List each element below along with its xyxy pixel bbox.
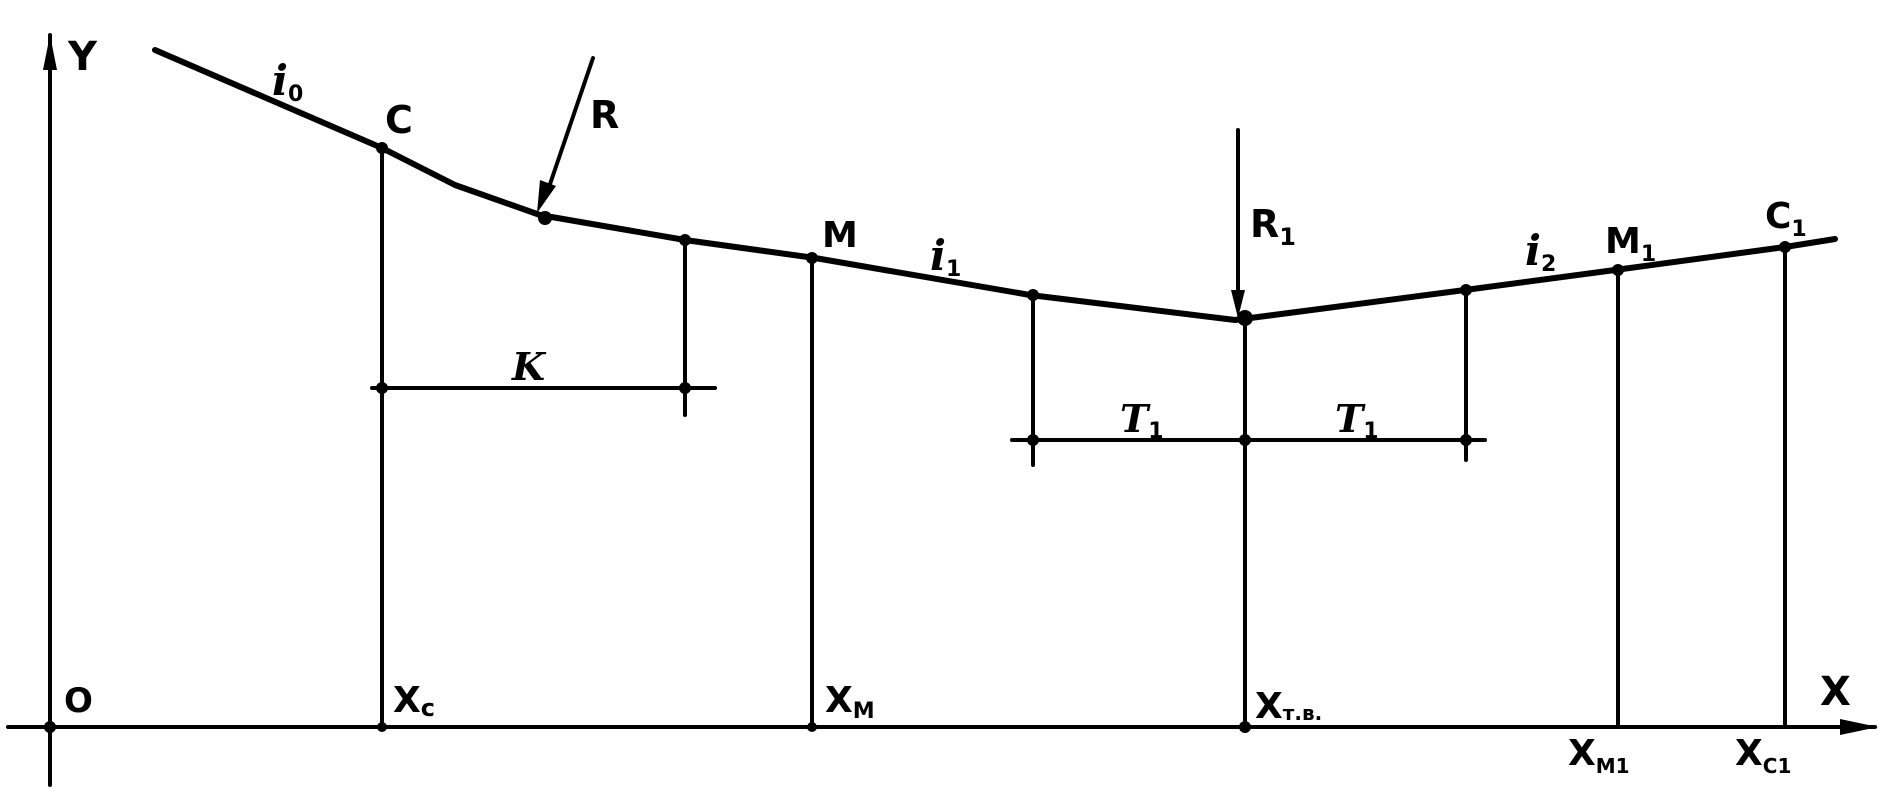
radius-r1-label: R1 xyxy=(1250,202,1296,251)
x-axis-arrow xyxy=(1840,719,1878,735)
grade-i2-label: i2 xyxy=(1525,226,1556,277)
node-c1 xyxy=(1779,241,1791,253)
grade-i1-label: i1 xyxy=(930,231,961,282)
node-m xyxy=(806,252,818,264)
arrow-r-head xyxy=(537,180,556,213)
point-m-label: M xyxy=(822,215,858,256)
arrow-r xyxy=(546,56,595,192)
point-c1-label: C1 xyxy=(1765,196,1807,242)
profile-line xyxy=(152,47,1838,323)
y-axis-label: Y xyxy=(67,34,98,80)
arrow-r1-head xyxy=(1231,290,1245,318)
origin-label: O xyxy=(64,681,93,721)
node-xtv xyxy=(1239,721,1251,733)
node-xm xyxy=(807,722,817,732)
radius-r-label: R xyxy=(590,93,619,137)
node-m1 xyxy=(1612,264,1624,276)
xm-label: XM xyxy=(825,680,875,724)
x-axis-label: X xyxy=(1820,669,1851,715)
node-k-right xyxy=(679,382,691,394)
xc-label: Xc xyxy=(393,680,435,722)
node-tv xyxy=(1237,310,1253,326)
node-t-dim-right xyxy=(1460,434,1472,446)
node-t-dim-left xyxy=(1027,434,1039,446)
node-xc xyxy=(377,722,387,732)
node-k-end xyxy=(679,234,691,246)
point-c-label: C xyxy=(385,98,413,142)
node-k-left xyxy=(376,382,388,394)
origin-point xyxy=(44,721,56,733)
node-t-right xyxy=(1460,284,1472,296)
node-t-left xyxy=(1027,289,1039,301)
dimension-k-label: K xyxy=(511,344,547,389)
grade-i0-label: i0 xyxy=(272,56,303,107)
y-axis-arrow xyxy=(43,35,57,70)
point-m1-label: M1 xyxy=(1605,221,1656,267)
xm1-label: XM1 xyxy=(1568,733,1630,778)
node-c xyxy=(376,142,388,154)
xc1-label: XC1 xyxy=(1735,733,1791,778)
dimension-t1-right-label: T1 xyxy=(1335,396,1379,444)
xtv-label: Xт.в. xyxy=(1255,686,1322,727)
node-t-dim-mid xyxy=(1239,434,1251,446)
node-curve-start xyxy=(538,211,552,225)
dimension-t1-left-label: T1 xyxy=(1120,396,1164,444)
